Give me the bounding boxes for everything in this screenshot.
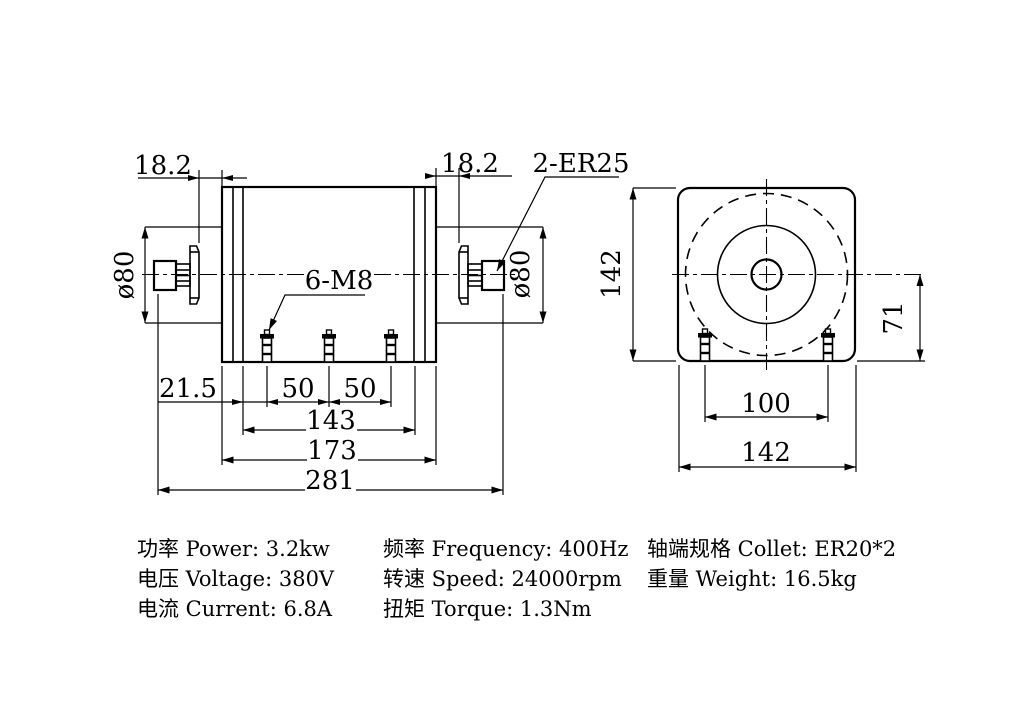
label-6-m8: 6-M8 (305, 266, 374, 296)
shaft-assembly-left (152, 245, 200, 305)
dim-142-left: 142 (597, 249, 627, 299)
dim-142-bottom-group: 142 (678, 365, 857, 472)
dim-50-b: 50 (343, 374, 376, 404)
side-view: ø80 ø80 18.2 18.2 (110, 149, 629, 496)
dim-chain-bottom-group: 21.5 50 50 (158, 366, 392, 435)
dim-dia80-right: ø80 (506, 250, 536, 299)
dim-dia80-left-group: ø80 (110, 226, 222, 324)
dim-173-group: 173 (221, 366, 437, 466)
dim-18-2-left: 18.2 (134, 151, 192, 181)
dim-dia80-right-group: ø80 (436, 226, 547, 324)
collet-nut-left (152, 259, 178, 292)
spec-torque: 扭矩 Torque: 1.3Nm (383, 597, 592, 621)
dim-18-2-right-group: 18.2 (425, 149, 512, 243)
dim-50-a: 50 (281, 374, 314, 404)
collet-left (175, 263, 191, 287)
collet-nut-right (480, 259, 506, 292)
spec-voltage: 电压 Voltage: 380V (137, 567, 335, 591)
dim-142-bottom: 142 (741, 438, 791, 468)
dim-18-2-right: 18.2 (441, 149, 499, 179)
dim-71: 71 (879, 301, 909, 334)
spec-frequency: 频率 Frequency: 400Hz (383, 537, 628, 561)
mounting-studs (259, 328, 399, 364)
spec-speed: 转速 Speed: 24000rpm (383, 567, 622, 591)
label-2-er25: 2-ER25 (533, 149, 630, 179)
shaft-assembly-right (458, 245, 506, 305)
spec-weight: 重量 Weight: 16.5kg (647, 567, 857, 591)
front-centerlines (672, 179, 925, 373)
spec-collet: 轴端规格 Collet: ER20*2 (647, 537, 896, 561)
dim-18-2-left-group: 18.2 (134, 151, 247, 243)
label-2-er25-group: 2-ER25 (496, 149, 630, 272)
spec-table: 功率 Power: 3.2kw 电压 Voltage: 380V 电流 Curr… (137, 537, 896, 621)
label-6-m8-group: 6-M8 (268, 266, 374, 331)
dim-143: 143 (306, 406, 356, 436)
dim-281: 281 (305, 466, 355, 496)
dim-21-5: 21.5 (159, 374, 217, 404)
dim-dia80-left: ø80 (110, 251, 140, 300)
dim-71-group: 71 (857, 274, 925, 362)
dim-281-group: 281 (157, 294, 504, 496)
dim-142-left-group: 142 (597, 187, 676, 362)
dim-100: 100 (741, 389, 791, 419)
dim-143-group: 143 (243, 366, 416, 436)
front-view: 142 71 100 142 (597, 179, 925, 472)
dim-100-group: 100 (704, 365, 829, 422)
spec-current: 电流 Current: 6.8A (137, 597, 333, 621)
collet-right (467, 263, 483, 287)
spec-power: 功率 Power: 3.2kw (137, 537, 330, 561)
dim-173: 173 (307, 436, 357, 466)
